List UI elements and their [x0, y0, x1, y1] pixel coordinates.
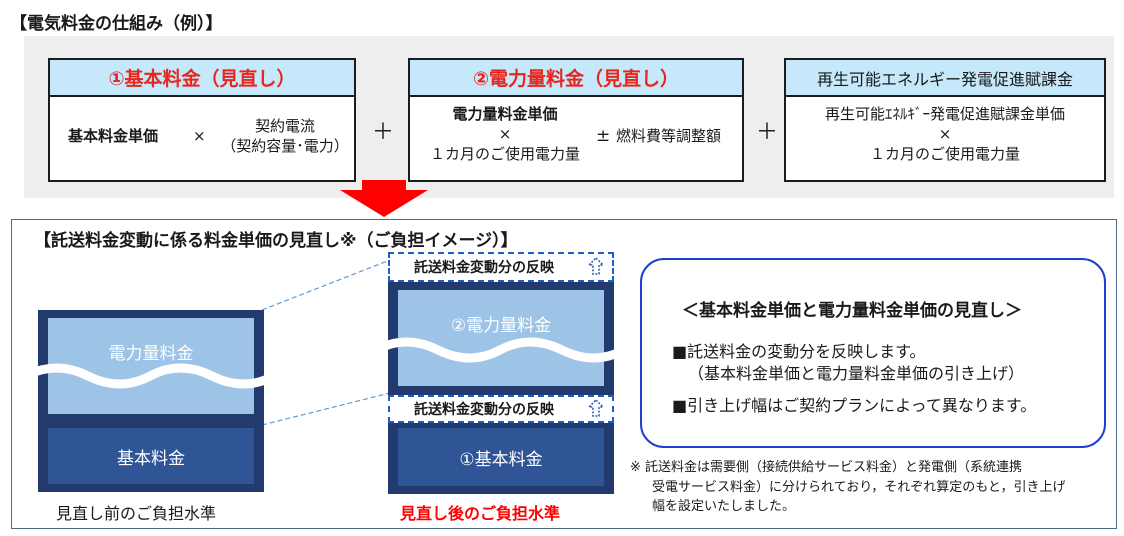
contract-current-label: 契約電流: [254, 117, 315, 135]
monthly-usage-label: １カ月のご使用電力量: [869, 145, 1020, 163]
plus-minus-sign: ±: [596, 126, 611, 146]
monthly-usage-label: １カ月のご使用電力量: [429, 145, 580, 163]
before-energy-label: 電力量料金: [108, 343, 194, 364]
before-energy-charge: 電力量料金: [48, 318, 254, 414]
bullet-reflect-detail: （基本料金単価と電力量料金単価の引き上げ）: [688, 364, 1025, 383]
up-arrow-icon: [588, 257, 604, 275]
after-base-label: ①基本料金: [459, 449, 543, 470]
footnote-line: 受電サービス料金）に分けられており，それぞれ算定のもと，引き上げ: [652, 479, 1066, 495]
contract-capacity-label: （契約容量･電力）: [221, 137, 349, 155]
after-caption: 見直し後のご負担水準: [400, 504, 561, 523]
after-wave-icon: [376, 337, 626, 363]
after-energy-charge: ②電力量料金: [398, 290, 604, 386]
basic-charge-unit-price: 基本料金単価: [68, 127, 159, 145]
bullet-range: ■引き上げ幅はご契約プランによって異なります。: [672, 396, 1037, 415]
footnote-line: 幅を設定いたしました。: [652, 499, 796, 514]
reflect-label-top: 託送料金変動分の反映: [388, 252, 614, 282]
energy-charge-header: ②電力量料金（見直し）: [410, 60, 742, 97]
down-arrow-icon: [340, 180, 428, 217]
after-energy-label: ②電力量料金: [450, 315, 552, 336]
multiply-sign: ×: [193, 127, 206, 145]
energy-charge-unit-price: 電力量料金単価: [452, 105, 558, 123]
basic-charge-box: ①基本料金（見直し） 基本料金単価 × 契約電流 （契約容量･電力）: [48, 58, 356, 182]
reflect-label-bottom: 託送料金変動分の反映: [388, 395, 614, 423]
footnote: ※ 託送料金は需要側（接続供給サービス料金）と発電側（系統連携 受電サービス料金…: [630, 458, 1066, 517]
plus-sign: ＋: [372, 120, 395, 145]
before-base-label: 基本料金: [117, 448, 185, 469]
burden-image-panel: [11, 219, 1117, 529]
renewable-levy-box: 再生可能エネルギー発電促進賦課金 再生可能ｴﾈﾙｷﾞｰ発電促進賦課金単価 × １…: [784, 58, 1106, 182]
up-arrow-icon: [588, 399, 604, 417]
before-caption: 見直し前のご負担水準: [56, 504, 217, 523]
energy-charge-box: ②電力量料金（見直し） 電力量料金単価 × １カ月のご使用電力量 ± 燃料費等調…: [408, 58, 744, 182]
page-title: 【電気料金の仕組み（例）】: [10, 14, 223, 34]
renewable-levy-unit-price: 再生可能ｴﾈﾙｷﾞｰ発電促進賦課金単価: [824, 105, 1065, 123]
after-basic-charge: ①基本料金: [398, 428, 604, 486]
section-title: 【託送料金変動に係る料金単価の見直し※（ご負担イメージ）】: [30, 226, 522, 251]
multiply-sign: ×: [498, 125, 512, 143]
basic-charge-header: ①基本料金（見直し）: [50, 60, 354, 97]
multiply-sign: ×: [938, 125, 952, 143]
footnote-line: ※ 託送料金は需要側（接続供給サービス料金）と発電側（系統連携: [630, 460, 1023, 475]
fuel-adjustment-label: 燃料費等調整額: [616, 127, 722, 145]
explanation-heading: ＜基本料金単価と電力量料金単価の見直し＞: [682, 301, 1022, 321]
before-wave-icon: [26, 363, 276, 389]
before-basic-charge: 基本料金: [48, 428, 254, 484]
plus-sign: ＋: [756, 120, 779, 145]
bullet-reflect: ■託送料金の変動分を反映します。: [672, 342, 926, 361]
renewable-levy-header: 再生可能エネルギー発電促進賦課金: [786, 60, 1104, 97]
explanation-panel: ＜基本料金単価と電力量料金単価の見直し＞ ■託送料金の変動分を反映します。 （基…: [640, 258, 1106, 448]
